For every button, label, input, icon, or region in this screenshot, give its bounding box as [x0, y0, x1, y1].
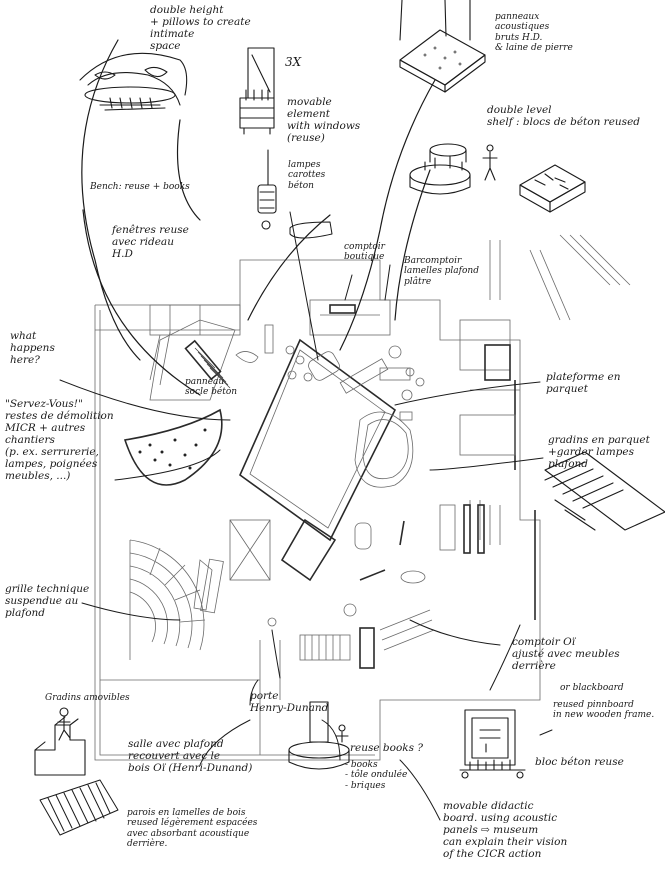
board-sketch — [459, 709, 526, 779]
parois-note: parois en lamelles de bois reused légère… — [127, 808, 258, 850]
servez-vous-note: "Servez-Vous!" restes de démolition MICR… — [5, 398, 114, 483]
cafe-tables — [285, 345, 425, 421]
blackboard-note: or blackboard — [560, 683, 624, 693]
panneau-socle-note: panneau socle béton — [185, 377, 238, 398]
bloc-beton-note: bloc béton reuse — [535, 756, 624, 768]
porte-note: porte Henry-Dunand — [250, 690, 329, 715]
reuse-items-note: - books - tôle ondulée - briques — [345, 760, 408, 791]
panneaux-note: panneaux acoustiques bruts H.D. & laine … — [495, 12, 573, 54]
steps-sketch — [34, 707, 86, 776]
comptoir-boutique-note: comptoir boutique — [344, 242, 385, 263]
acoustic-panel-sketch — [399, 0, 486, 93]
grille-note: grille technique suspendue au plafond — [5, 583, 90, 620]
cabinet-sketch — [239, 47, 275, 135]
reuse-books-note: reuse books ? — [350, 742, 424, 754]
lampes-note: lampes carottes béton — [288, 160, 326, 191]
left-stepped-shelf — [149, 331, 231, 389]
zone-curves — [81, 39, 436, 396]
auditorium-seating — [129, 539, 206, 660]
lamp-sketch — [257, 149, 277, 230]
what-happens-note: what happens here? — [10, 330, 55, 367]
slat-wall-sketch — [39, 779, 119, 836]
salle-plafond-note: salle avec plafond recouvert avec le boi… — [128, 738, 253, 775]
shelf-sketch — [409, 143, 498, 195]
sofa-sketch — [79, 52, 188, 111]
leader-lines — [59, 211, 553, 821]
stairs-sketch — [544, 451, 665, 531]
floor-plan — [94, 234, 631, 761]
pinboard-note: reused pinnboard in new wooden frame. — [553, 700, 655, 721]
plateforme-note: plateforme en parquet — [546, 371, 621, 396]
count-3x-note: 3X — [285, 55, 302, 69]
double-level-note: double level shelf : blocs de béton reus… — [487, 104, 640, 129]
planter-sketch — [288, 701, 350, 770]
didactic-board-note: movable didactic board. using acoustic p… — [443, 800, 568, 861]
gradins-parquet-note: gradins en parquet +garder lampes plafon… — [548, 434, 650, 471]
bar-comptoir-note: Barcomptoir lamelles plafond plâtre — [404, 256, 479, 287]
gradins-amovibles-note: Gradins amovibles — [45, 693, 130, 703]
comptoir-oi-note: comptoir Oï ajusté avec meubles derrière — [512, 636, 620, 673]
double-height-note: double height + pillows to create intima… — [150, 4, 251, 53]
block-sketch — [519, 164, 586, 213]
scattered-pieces — [138, 428, 207, 470]
movable-element-note: movable element with windows (reuse) — [287, 96, 361, 145]
bench-note: Bench: reuse + books — [90, 182, 190, 192]
fenetres-note: fenêtres reuse avec rideau H.D — [112, 224, 189, 261]
bottom-stairs — [299, 609, 435, 669]
